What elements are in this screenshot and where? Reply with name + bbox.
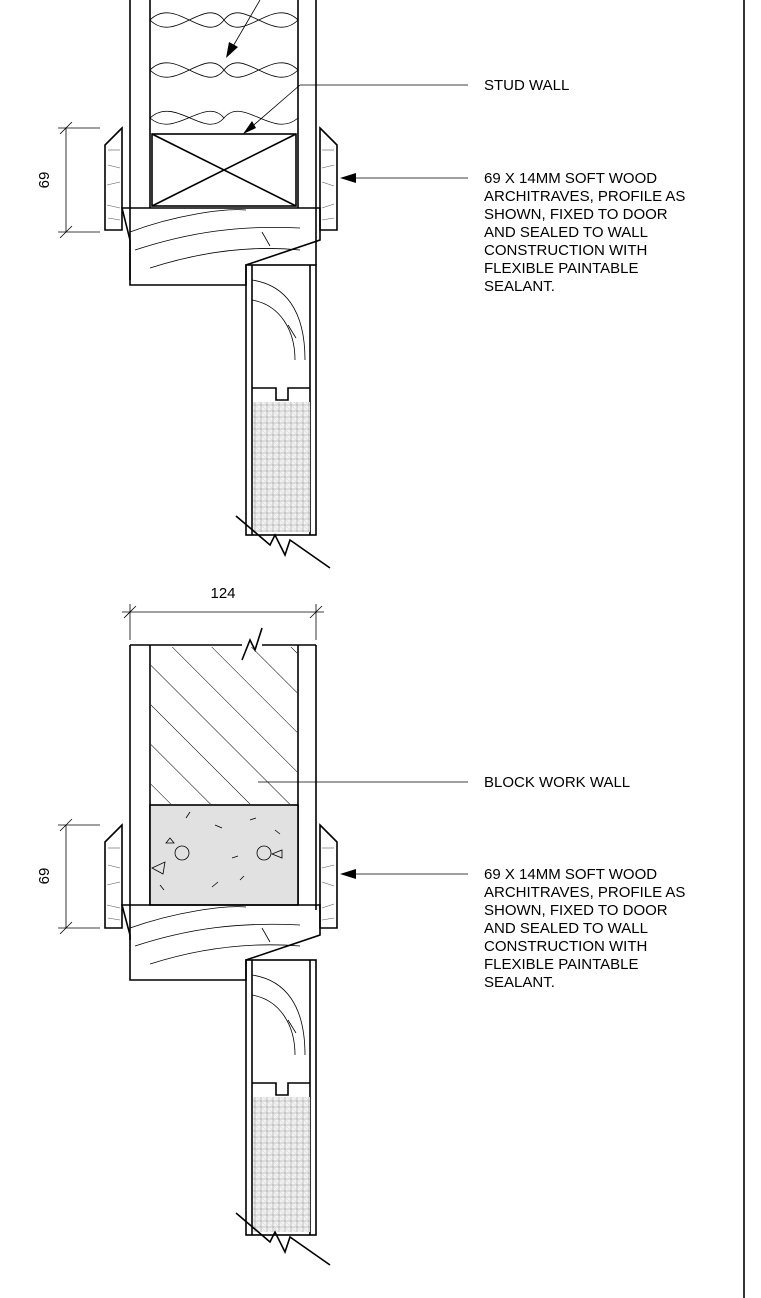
upper-architrave-note: 69 X 14MM SOFT WOOD ARCHITRAVES, PROFILE… xyxy=(484,170,690,295)
upper-dimension-label: 69 xyxy=(36,172,53,189)
block-work-hatch xyxy=(151,647,297,804)
door-leaf-lower xyxy=(245,959,317,1236)
lower-dimension-label: 69 xyxy=(36,868,53,885)
stud-wall-label: STUD WALL xyxy=(484,77,569,94)
architrave-left-lower xyxy=(104,823,123,929)
lower-width-dimension-label: 124 xyxy=(210,585,235,602)
door-leaf-upper xyxy=(245,264,317,536)
lower-architrave-note: 69 X 14MM SOFT WOOD ARCHITRAVES, PROFILE… xyxy=(484,866,690,991)
concrete-infill xyxy=(149,804,299,906)
lower-detail: 124 xyxy=(36,585,690,1266)
architrave-left-upper xyxy=(104,126,123,231)
architrave-right-lower xyxy=(319,823,338,929)
architrave-right-upper xyxy=(319,126,338,231)
insulation-batt xyxy=(149,12,299,125)
upper-detail: 69 STUD WALL 69 X 14MM SOFT WOOD ARCHITR… xyxy=(36,0,690,569)
block-work-wall-label: BLOCK WORK WALL xyxy=(484,774,630,791)
timber-stud xyxy=(151,133,297,207)
